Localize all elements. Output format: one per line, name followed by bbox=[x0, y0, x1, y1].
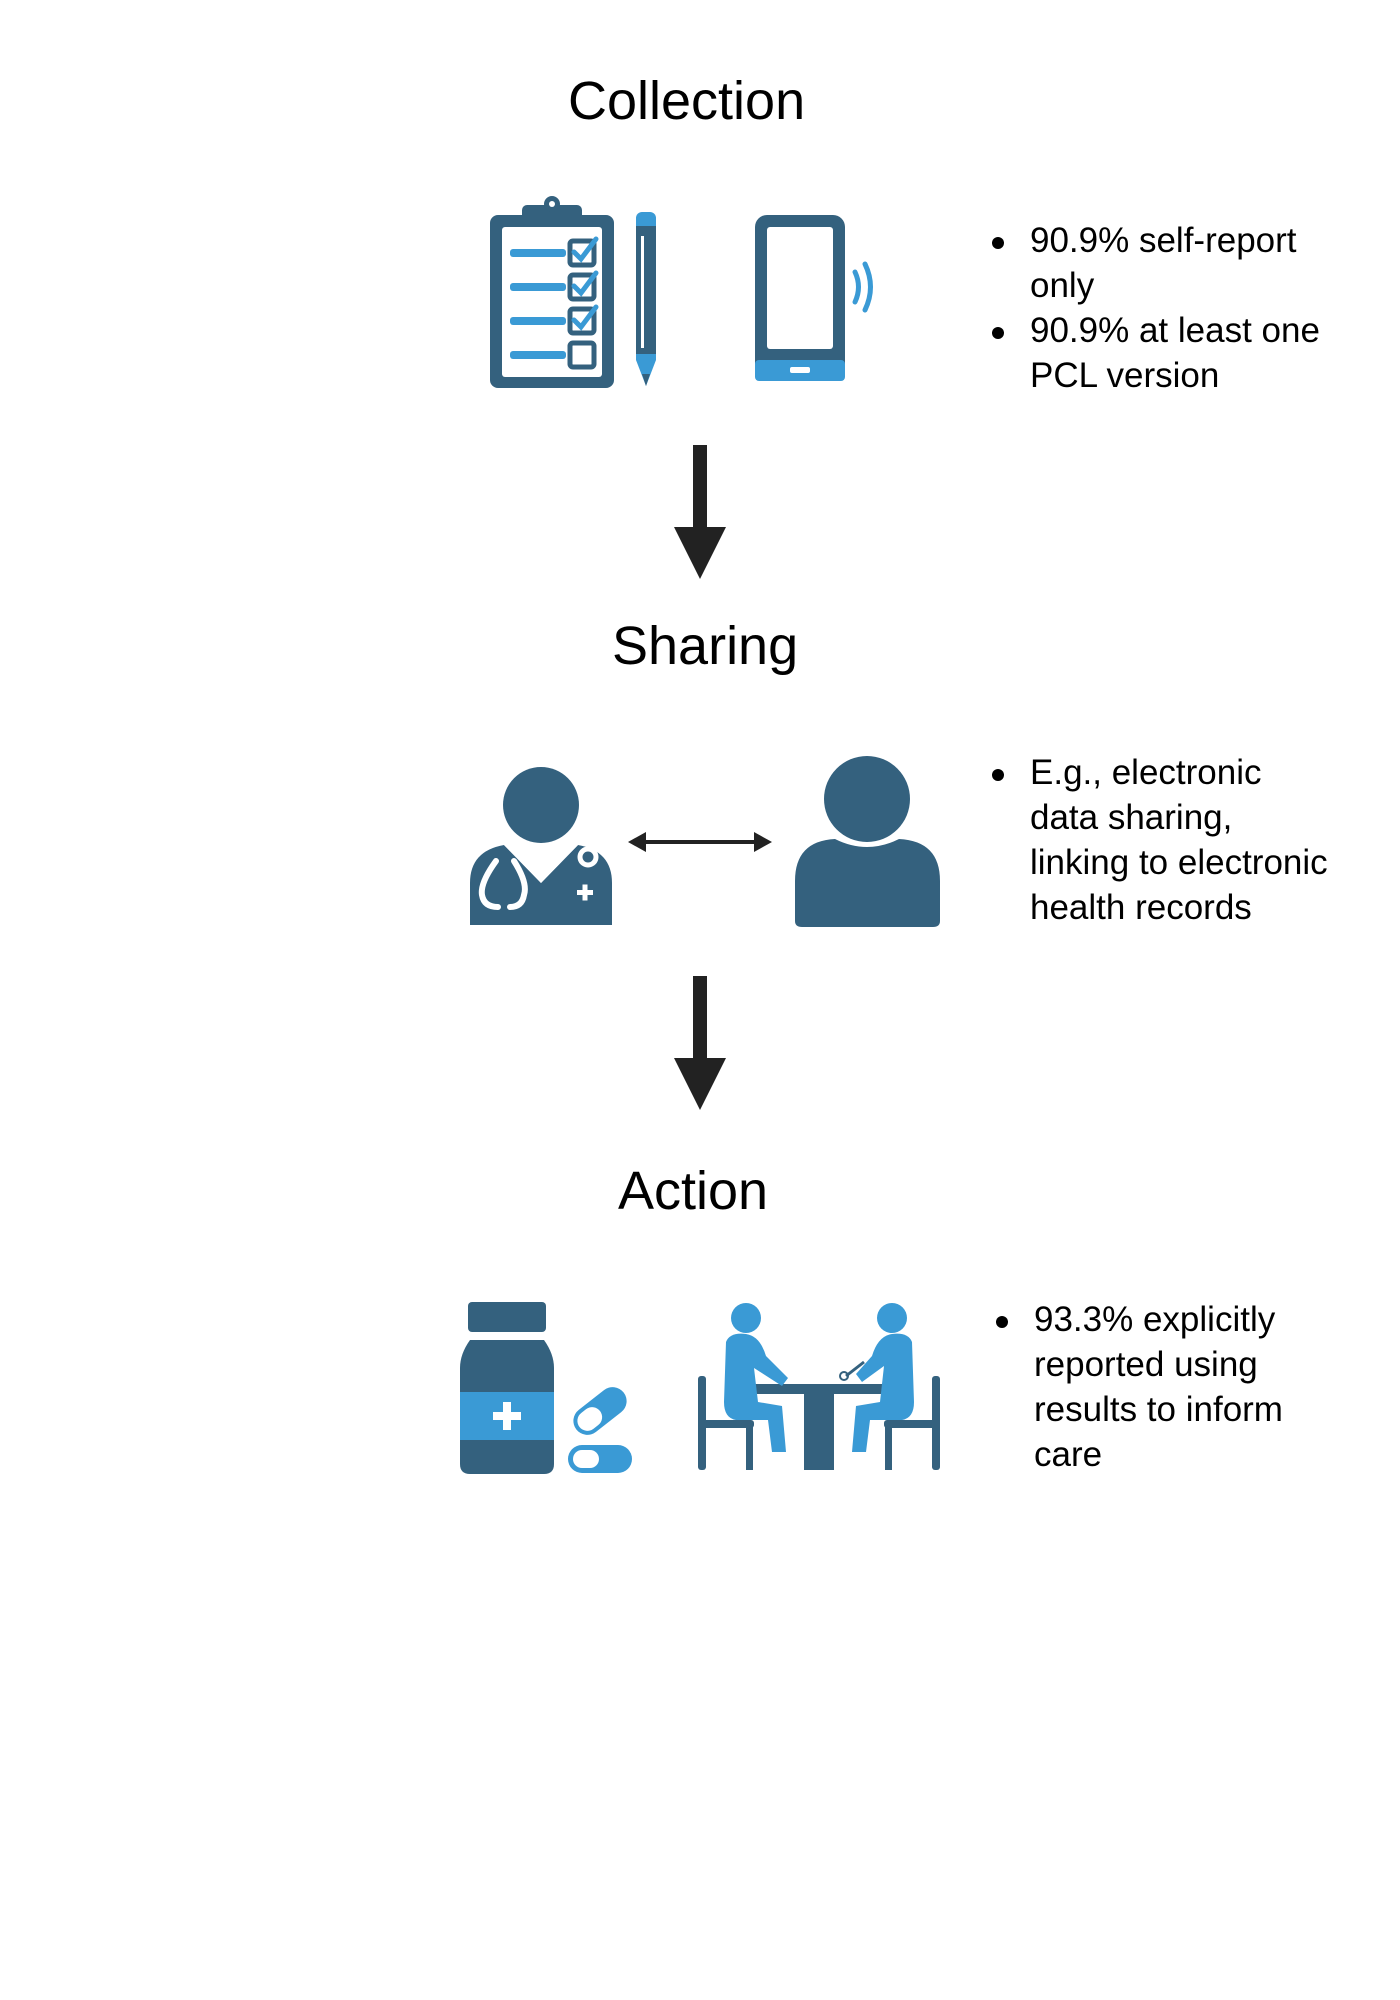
sharing-bullet-electronic: E.g., electronic data sharing, linking t… bbox=[988, 750, 1328, 930]
doctor-icon bbox=[470, 767, 612, 925]
collection-title: Collection bbox=[568, 71, 806, 131]
down-arrow-collection-to-sharing bbox=[674, 445, 726, 579]
medication-bottle-icon bbox=[460, 1302, 554, 1474]
sharing-title: Sharing bbox=[612, 616, 799, 676]
collection-bullet-self-report: 90.9% self-report only bbox=[988, 218, 1328, 308]
pills-icon bbox=[568, 1387, 632, 1473]
action-title: Action bbox=[618, 1161, 769, 1221]
collection-bullets: 90.9% self-report only 90.9% at least on… bbox=[988, 218, 1328, 398]
down-arrow-sharing-to-action bbox=[674, 976, 726, 1110]
patient-icon bbox=[795, 756, 940, 927]
action-bullet-inform-care: 93.3% explicitly reported using results … bbox=[992, 1297, 1332, 1477]
sharing-bullets: E.g., electronic data sharing, linking t… bbox=[988, 750, 1328, 930]
action-bullets: 93.3% explicitly reported using results … bbox=[992, 1297, 1332, 1477]
collection-bullet-pcl: 90.9% at least one PCL version bbox=[988, 308, 1328, 398]
double-arrow-icon bbox=[628, 832, 772, 852]
consultation-icon bbox=[698, 1303, 940, 1470]
smartphone-icon bbox=[755, 215, 873, 381]
pencil-icon bbox=[636, 212, 656, 386]
clipboard-checklist-icon bbox=[490, 196, 614, 388]
